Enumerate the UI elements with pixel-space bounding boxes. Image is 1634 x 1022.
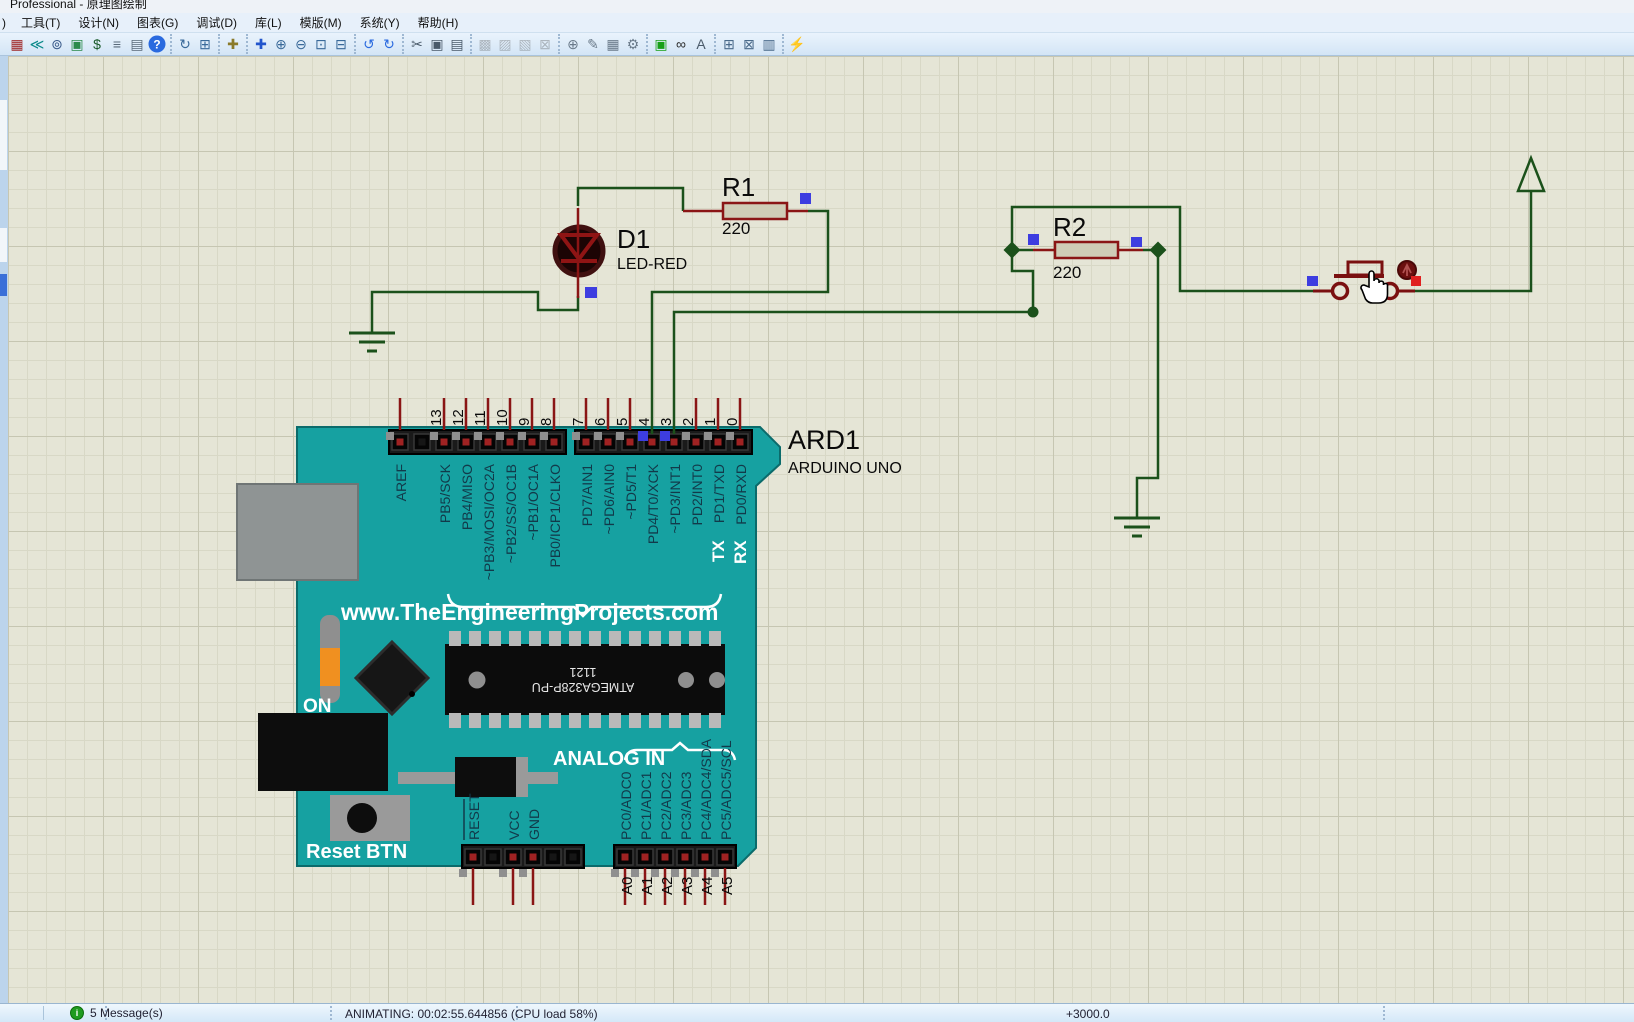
design-notes-icon[interactable]: ≡ (112, 36, 122, 52)
paste-icon[interactable]: ▤ (450, 36, 464, 52)
pan-icon[interactable]: ✚ (255, 36, 267, 52)
menu-item-debug[interactable]: 调试(D) (196, 16, 237, 30)
wire-autorouter-icon[interactable]: ▣ (654, 36, 668, 52)
main-toolbar: ▦≪⊚▣$≡▤?↻⊞✚✚⊕⊖⊡⊟↺↻✂▣▤▩▨▧⊠⊕✎▦⚙▣∞A⊞⊠▥⚡ (0, 33, 1634, 56)
menu-item-graph[interactable]: 图表(G) (137, 16, 179, 30)
redo-icon[interactable]: ↻ (383, 36, 395, 52)
search-tag-icon[interactable]: ∞ (676, 36, 686, 52)
simulation-status: ANIMATING: 00:02:55.644856 (CPU load 58%… (345, 1007, 598, 1021)
zoom-to-object-icon[interactable]: ⊕ (567, 36, 579, 52)
menu-item-help[interactable]: 帮助(H) (417, 16, 459, 30)
menu-item-design[interactable]: 设计(N) (78, 16, 119, 30)
cut-icon[interactable]: ✂ (411, 36, 423, 52)
menu-item-tools[interactable]: 工具(T) (21, 16, 61, 30)
origin-tools: ✚ (218, 34, 246, 54)
menu-item-system[interactable]: 系统(Y) (359, 16, 400, 30)
undo-icon[interactable]: ↺ (363, 36, 375, 52)
edit-object-icon[interactable]: ✎ (587, 36, 599, 52)
zoom-in-icon[interactable]: ⊕ (275, 36, 287, 52)
origin-icon[interactable]: ✚ (227, 36, 239, 52)
window-titlebar: Professional - 原理图绘制 (0, 0, 1634, 13)
menu-item-library[interactable]: 库(L) (255, 16, 282, 30)
zoom-all-icon[interactable]: ⊟ (335, 36, 347, 52)
cursor-coordinate: +3000.0 (1066, 1007, 1110, 1021)
grid-toggle-icon[interactable]: ⊞ (199, 36, 211, 52)
message-count-label: 5 Message(s) (90, 1006, 163, 1020)
zoom-tools: ✚ ⊕ ⊖ ⊡ ⊟ (246, 34, 354, 54)
window-title: Professional - 原理图绘制 (10, 0, 147, 11)
block-tools: ▩ ▨ ▧ ⊠ (470, 34, 558, 54)
zoom-area-icon[interactable]: ⊡ (315, 36, 327, 52)
tools-icon[interactable]: ⚙ (626, 36, 640, 52)
status-bar: i 5 Message(s) ANIMATING: 00:02:55.64485… (0, 1003, 1634, 1022)
block-delete-icon[interactable]: ⊠ (539, 36, 551, 52)
goto-master-sheet-icon[interactable]: ≪ (29, 36, 45, 52)
new-sheet-icon[interactable]: ⊞ (723, 36, 735, 52)
report-icon[interactable]: ▤ (130, 36, 144, 52)
view-tools: ↻⊞ (170, 34, 218, 54)
goto-sheet-icon[interactable]: ▥ (762, 36, 776, 52)
web-browse-icon[interactable]: ⊚ (51, 36, 63, 52)
configure-chip-icon[interactable]: ▦ (606, 36, 620, 52)
left-panel-selection-marker[interactable] (0, 274, 7, 296)
block-copy-icon[interactable]: ▩ (478, 36, 492, 52)
file-tools: ▦ ≪ ⊚ ▣ $ ≡ ▤? (4, 34, 170, 54)
clipboard: ✂ ▣ ▤ (402, 34, 470, 54)
menu-item-truncated[interactable]: ) (2, 15, 6, 30)
erc-tools: ⚡ (782, 34, 810, 54)
property-assignment-icon[interactable]: A (696, 36, 706, 52)
info-icon: i (70, 1006, 84, 1020)
message-counter[interactable]: i 5 Message(s) (70, 1006, 163, 1020)
help-icon[interactable]: ? (148, 35, 166, 53)
menu-bar: ) 工具(T) 设计(N) 图表(G) 调试(D) 库(L) 模版(M) 系统(… (0, 13, 1634, 33)
undo-redo: ↺↻ (354, 34, 402, 54)
design-tools: ▣ ∞ A (646, 34, 714, 54)
block-rotate-icon[interactable]: ▧ (518, 36, 532, 52)
edit-tools: ⊕ ✎ ▦ ⚙ (558, 34, 646, 54)
schematic-canvas[interactable] (8, 56, 1634, 1003)
sheet-tools: ⊞ ⊠ ▥ (714, 34, 782, 54)
menu-item-template[interactable]: 模版(M) (299, 16, 342, 30)
new-from-template-icon[interactable]: ▣ (70, 36, 84, 52)
block-move-icon[interactable]: ▨ (498, 36, 512, 52)
component-mode-icon[interactable]: ▦ (10, 36, 24, 52)
electrical-rule-check-icon[interactable]: ⚡ (788, 36, 806, 52)
left-panel-edge (0, 56, 8, 1003)
zoom-out-icon[interactable]: ⊖ (295, 36, 307, 52)
redraw-icon[interactable]: ↻ (179, 36, 191, 52)
bill-of-materials-icon[interactable]: $ (93, 36, 101, 52)
copy-icon[interactable]: ▣ (430, 36, 444, 52)
remove-sheet-icon[interactable]: ⊠ (743, 36, 755, 52)
